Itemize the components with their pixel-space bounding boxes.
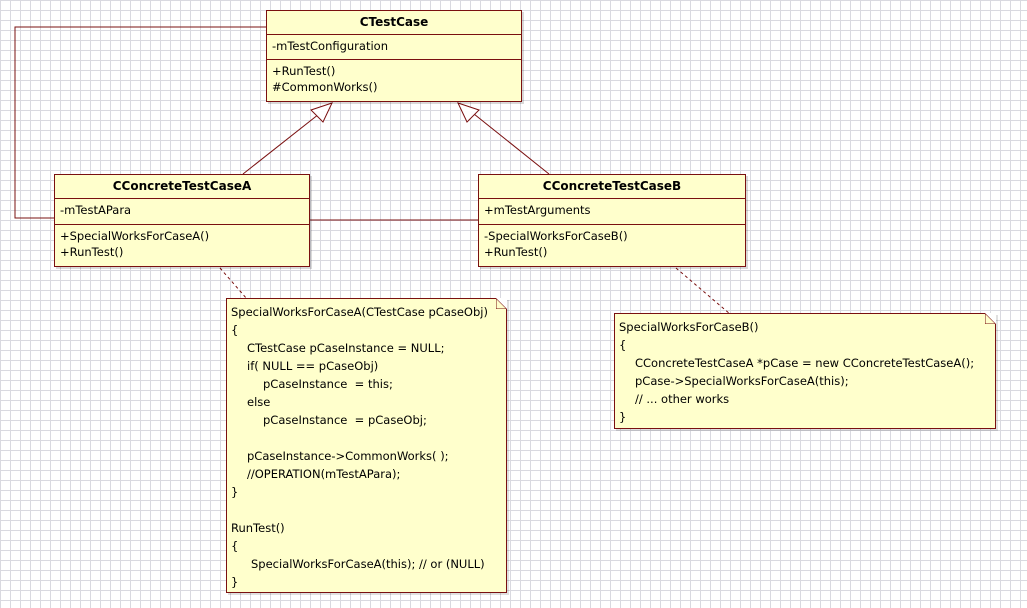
class-name: CTestCase xyxy=(267,11,521,35)
note-line: } xyxy=(231,575,239,589)
note-line: RunTest() xyxy=(231,521,285,535)
operations-compartment: +RunTest() #CommonWorks() xyxy=(267,60,521,99)
attributes-compartment: +mTestArguments xyxy=(479,199,745,225)
generalization-line-a xyxy=(242,113,320,175)
note-line: CTestCase pCaseInstance = NULL; xyxy=(247,341,445,355)
generalization-line-b xyxy=(473,113,550,175)
note-line xyxy=(231,501,502,519)
note-line: CConcreteTestCaseA *pCase = new CConcret… xyxy=(635,356,975,370)
note-anchor-a xyxy=(219,267,248,300)
attributes-compartment: -mTestConfiguration xyxy=(267,35,521,60)
note-line: { xyxy=(231,539,239,553)
note-line: pCaseInstance = pCaseObj; xyxy=(263,413,427,427)
class-name: CConcreteTestCaseA xyxy=(55,175,309,199)
class-cconcretetestcasea[interactable]: CConcreteTestCaseA -mTestAPara +SpecialW… xyxy=(54,174,310,267)
operation: -SpecialWorksForCaseB() xyxy=(484,229,628,243)
attributes-compartment: -mTestAPara xyxy=(55,199,309,225)
note-fold-corner xyxy=(985,313,996,324)
generalization-arrowhead-a xyxy=(310,102,333,123)
operation: +RunTest() xyxy=(484,245,548,259)
note-special-works-case-b[interactable]: SpecialWorksForCaseB() { CConcreteTestCa… xyxy=(614,313,996,429)
operations-compartment: +SpecialWorksForCaseA() +RunTest() xyxy=(55,225,309,264)
note-fold-corner xyxy=(496,298,507,309)
note-line: // ... other works xyxy=(635,392,730,406)
note-line: } xyxy=(619,410,627,424)
note-line: pCase->SpecialWorksForCaseA(this); xyxy=(635,374,849,388)
class-cconcretetestcaseb[interactable]: CConcreteTestCaseB +mTestArguments -Spec… xyxy=(478,174,746,267)
note-line: } xyxy=(231,485,239,499)
note-line: SpecialWorksForCaseB() xyxy=(619,320,759,334)
note-special-works-case-a[interactable]: SpecialWorksForCaseA(CTestCase pCaseObj)… xyxy=(226,298,507,593)
operations-compartment: -SpecialWorksForCaseB() +RunTest() xyxy=(479,225,745,264)
note-line: SpecialWorksForCaseA(this); // or (NULL) xyxy=(251,557,485,571)
operation: +SpecialWorksForCaseA() xyxy=(60,229,210,243)
operation: +RunTest() xyxy=(272,64,336,78)
operation: #CommonWorks() xyxy=(272,80,378,94)
note-line: SpecialWorksForCaseA(CTestCase pCaseObj) xyxy=(231,305,488,319)
note-line: { xyxy=(619,338,627,352)
note-line: pCaseInstance = this; xyxy=(263,377,393,391)
note-line: if( NULL == pCaseObj) xyxy=(247,359,379,373)
generalization-arrowhead-b xyxy=(457,102,480,123)
note-line xyxy=(231,429,502,447)
attribute: -mTestConfiguration xyxy=(272,39,388,53)
class-ctestcase[interactable]: CTestCase -mTestConfiguration +RunTest()… xyxy=(266,10,522,102)
attribute: -mTestAPara xyxy=(60,203,132,217)
note-anchor-b xyxy=(675,267,731,315)
attribute: +mTestArguments xyxy=(484,203,591,217)
note-line: else xyxy=(247,395,271,409)
operation: +RunTest() xyxy=(60,245,124,259)
note-line: //OPERATION(mTestAPara); xyxy=(247,467,401,481)
note-line: { xyxy=(231,323,239,337)
note-line: pCaseInstance->CommonWorks( ); xyxy=(247,449,449,463)
class-name: CConcreteTestCaseB xyxy=(479,175,745,199)
